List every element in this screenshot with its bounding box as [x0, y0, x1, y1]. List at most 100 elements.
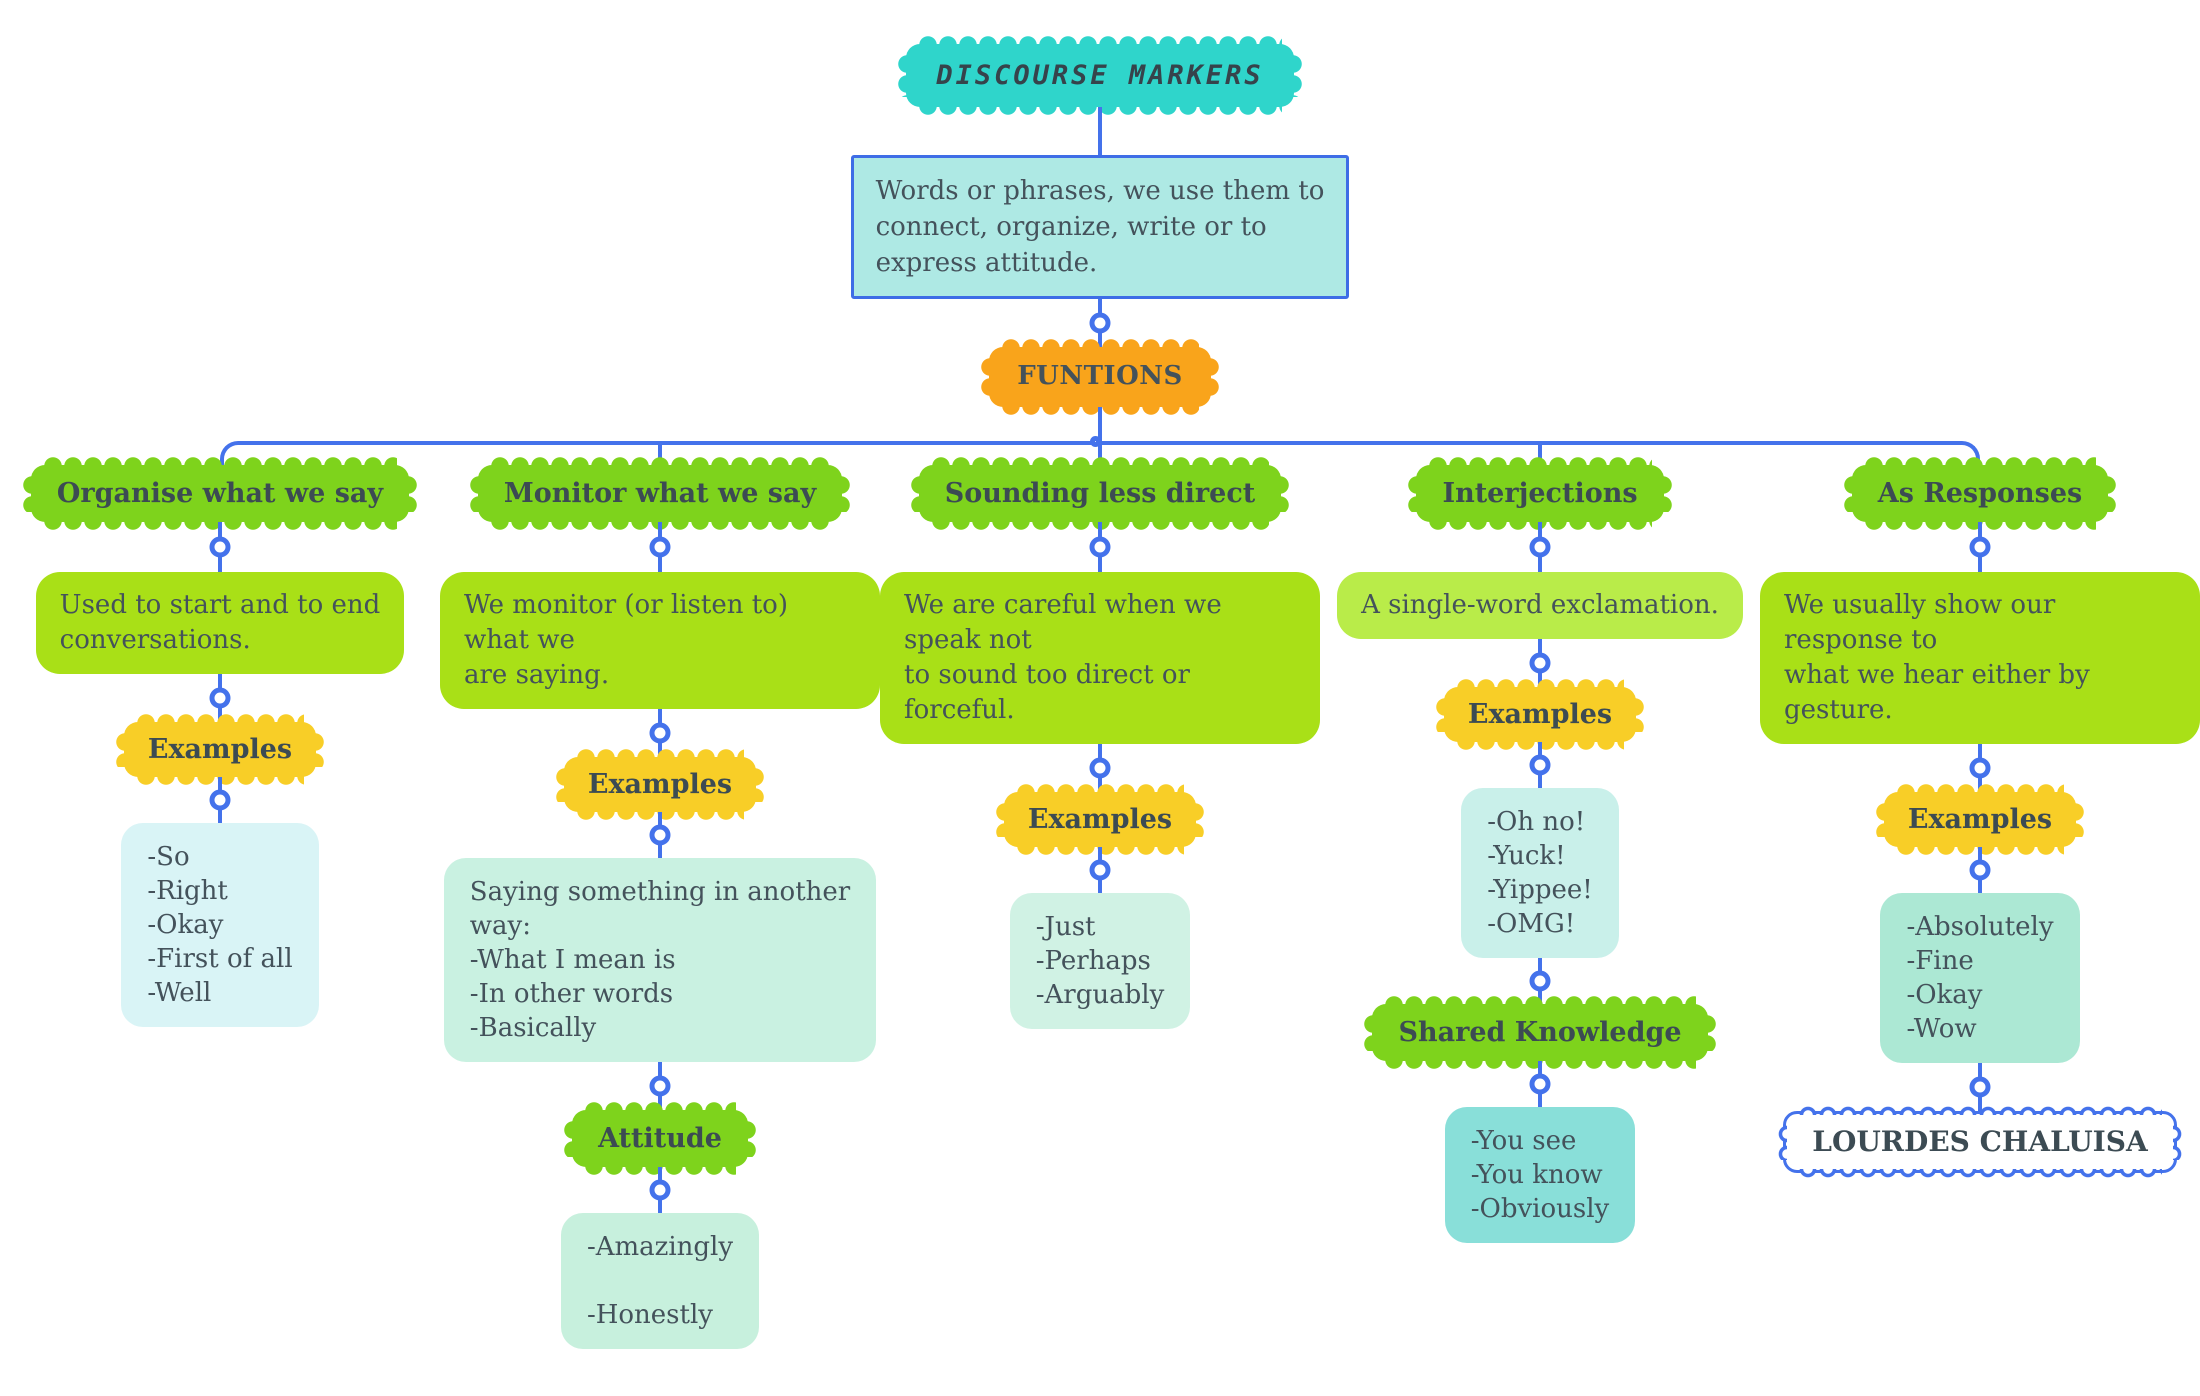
branch-responses: As Responses We usually show our respons… — [1760, 441, 2200, 1349]
examples-label: Examples — [1027, 803, 1173, 835]
scallop-edge — [755, 766, 765, 803]
scallop-edge — [469, 474, 479, 512]
branch-description: We are careful when we speak not to soun… — [880, 571, 1320, 744]
shared-knowledge-label: Shared Knowledge — [1398, 1017, 1682, 1049]
branch-description: We usually show our response to what we … — [1760, 571, 2200, 744]
connector — [1538, 958, 1542, 1005]
connector — [1978, 743, 1982, 792]
branches-row: Organise what we say Used to start and t… — [0, 435, 2200, 1350]
author-label: LOURDES CHALUISA — [1812, 1125, 2148, 1159]
examples-list: -Just -Perhaps -Arguably — [1009, 893, 1191, 1030]
scallop-edge — [1843, 474, 1853, 512]
examples-list: -Oh no! -Yuck! -Yippee! -OMG! — [1461, 788, 1619, 959]
scallop-edge — [1875, 801, 1885, 838]
connector — [218, 777, 222, 824]
scallop-edge — [315, 731, 325, 768]
scallop-edge — [1364, 1014, 1374, 1052]
connector — [1098, 299, 1102, 348]
branch-description: We monitor (or listen to) what we are sa… — [440, 571, 880, 709]
examples-badge: Examples — [115, 713, 325, 786]
connector — [1538, 638, 1542, 687]
scallop-edge — [1706, 1014, 1716, 1052]
branch-header: Monitor what we say — [469, 456, 851, 530]
connector — [1098, 107, 1102, 156]
branch-header: Interjections — [1408, 456, 1672, 530]
branch-monitor: Monitor what we say We monitor (or liste… — [440, 440, 880, 1350]
examples-list: -So -Right -Okay -First of all -Well — [121, 823, 319, 1028]
scallop-edge — [1209, 357, 1219, 397]
branch-rail — [220, 435, 1980, 467]
scallop-edge — [1662, 474, 1672, 512]
connector — [1098, 847, 1102, 894]
connector — [1538, 440, 1542, 465]
branch-header-label: Organise what we say — [56, 477, 384, 509]
connector — [658, 708, 662, 757]
scallop-edge — [1435, 696, 1445, 733]
scallop-edge — [564, 1120, 574, 1158]
examples-badge: Examples — [555, 748, 765, 821]
connector — [1978, 1063, 1982, 1112]
attitude-list: -Amazingly -Honestly — [560, 1213, 760, 1350]
functions-label: FUNTIONS — [1017, 361, 1183, 392]
scallop-edge — [2172, 1124, 2182, 1161]
connector — [658, 440, 662, 465]
connector — [658, 812, 662, 859]
connector — [218, 673, 222, 722]
examples-badge: Examples — [1435, 678, 1645, 751]
branch-header-label: Interjections — [1442, 477, 1638, 509]
scallop-edge — [910, 474, 920, 512]
branch-description: Used to start and to end conversations. — [35, 571, 405, 674]
connector — [1098, 743, 1102, 792]
scallop-edge — [1280, 474, 1290, 512]
scallop-edge — [1635, 696, 1645, 733]
connector-ring — [1089, 435, 1101, 447]
connector — [1538, 1061, 1542, 1108]
connector — [658, 1062, 662, 1111]
attitude-label: Attitude — [598, 1123, 722, 1155]
title-node: DISCOURSE MARKERS — [898, 36, 1302, 116]
examples-list: -Absolutely -Fine -Okay -Wow — [1880, 893, 2080, 1064]
examples-badge: Examples — [995, 783, 1205, 856]
branch-header: As Responses — [1843, 456, 2117, 530]
connector — [1978, 847, 1982, 894]
scallop-edge — [2075, 801, 2085, 838]
scallop-edge — [22, 474, 32, 512]
connector — [1098, 440, 1102, 465]
title-label: DISCOURSE MARKERS — [936, 60, 1264, 91]
shared-knowledge-badge: Shared Knowledge — [1364, 996, 1716, 1070]
branch-organise: Organise what we say Used to start and t… — [0, 441, 440, 1349]
examples-label: Examples — [587, 768, 733, 800]
connector — [1978, 521, 1982, 572]
scallop-edge — [1408, 474, 1418, 512]
branch-header: Organise what we say — [22, 456, 418, 530]
examples-label: Examples — [1907, 803, 2053, 835]
connector — [658, 1167, 662, 1214]
examples-label: Examples — [1467, 698, 1613, 730]
scallop-edge — [408, 474, 418, 512]
scallop-edge — [1798, 1169, 2162, 1179]
scallop-edge — [555, 766, 565, 803]
connector — [658, 521, 662, 572]
scallop-edge — [1778, 1124, 1788, 1161]
branch-header-label: Monitor what we say — [503, 477, 817, 509]
functions-node: FUNTIONS — [981, 339, 1219, 415]
connector — [1098, 521, 1102, 572]
attitude-badge: Attitude — [564, 1102, 756, 1176]
connector — [1538, 521, 1542, 572]
definition-node: Words or phrases, we use them to connect… — [850, 155, 1350, 300]
branch-header-label: Sounding less direct — [944, 477, 1256, 509]
examples-label: Examples — [147, 733, 293, 765]
scallop-edge — [1195, 801, 1205, 838]
scallop-edge — [995, 801, 1005, 838]
scallop-edge — [2107, 474, 2117, 512]
scallop-edge — [981, 357, 991, 397]
scallop-edge — [1292, 54, 1302, 98]
author-node: LOURDES CHALUISA — [1778, 1106, 2182, 1179]
scallop-edge — [918, 36, 1282, 45]
branch-sounding: Sounding less direct We are careful when… — [880, 440, 1320, 1349]
examples-badge: Examples — [1875, 783, 2085, 856]
shared-knowledge-list: -You see -You know -Obviously — [1444, 1107, 1636, 1244]
connector — [218, 521, 222, 572]
scallop-edge — [115, 731, 125, 768]
